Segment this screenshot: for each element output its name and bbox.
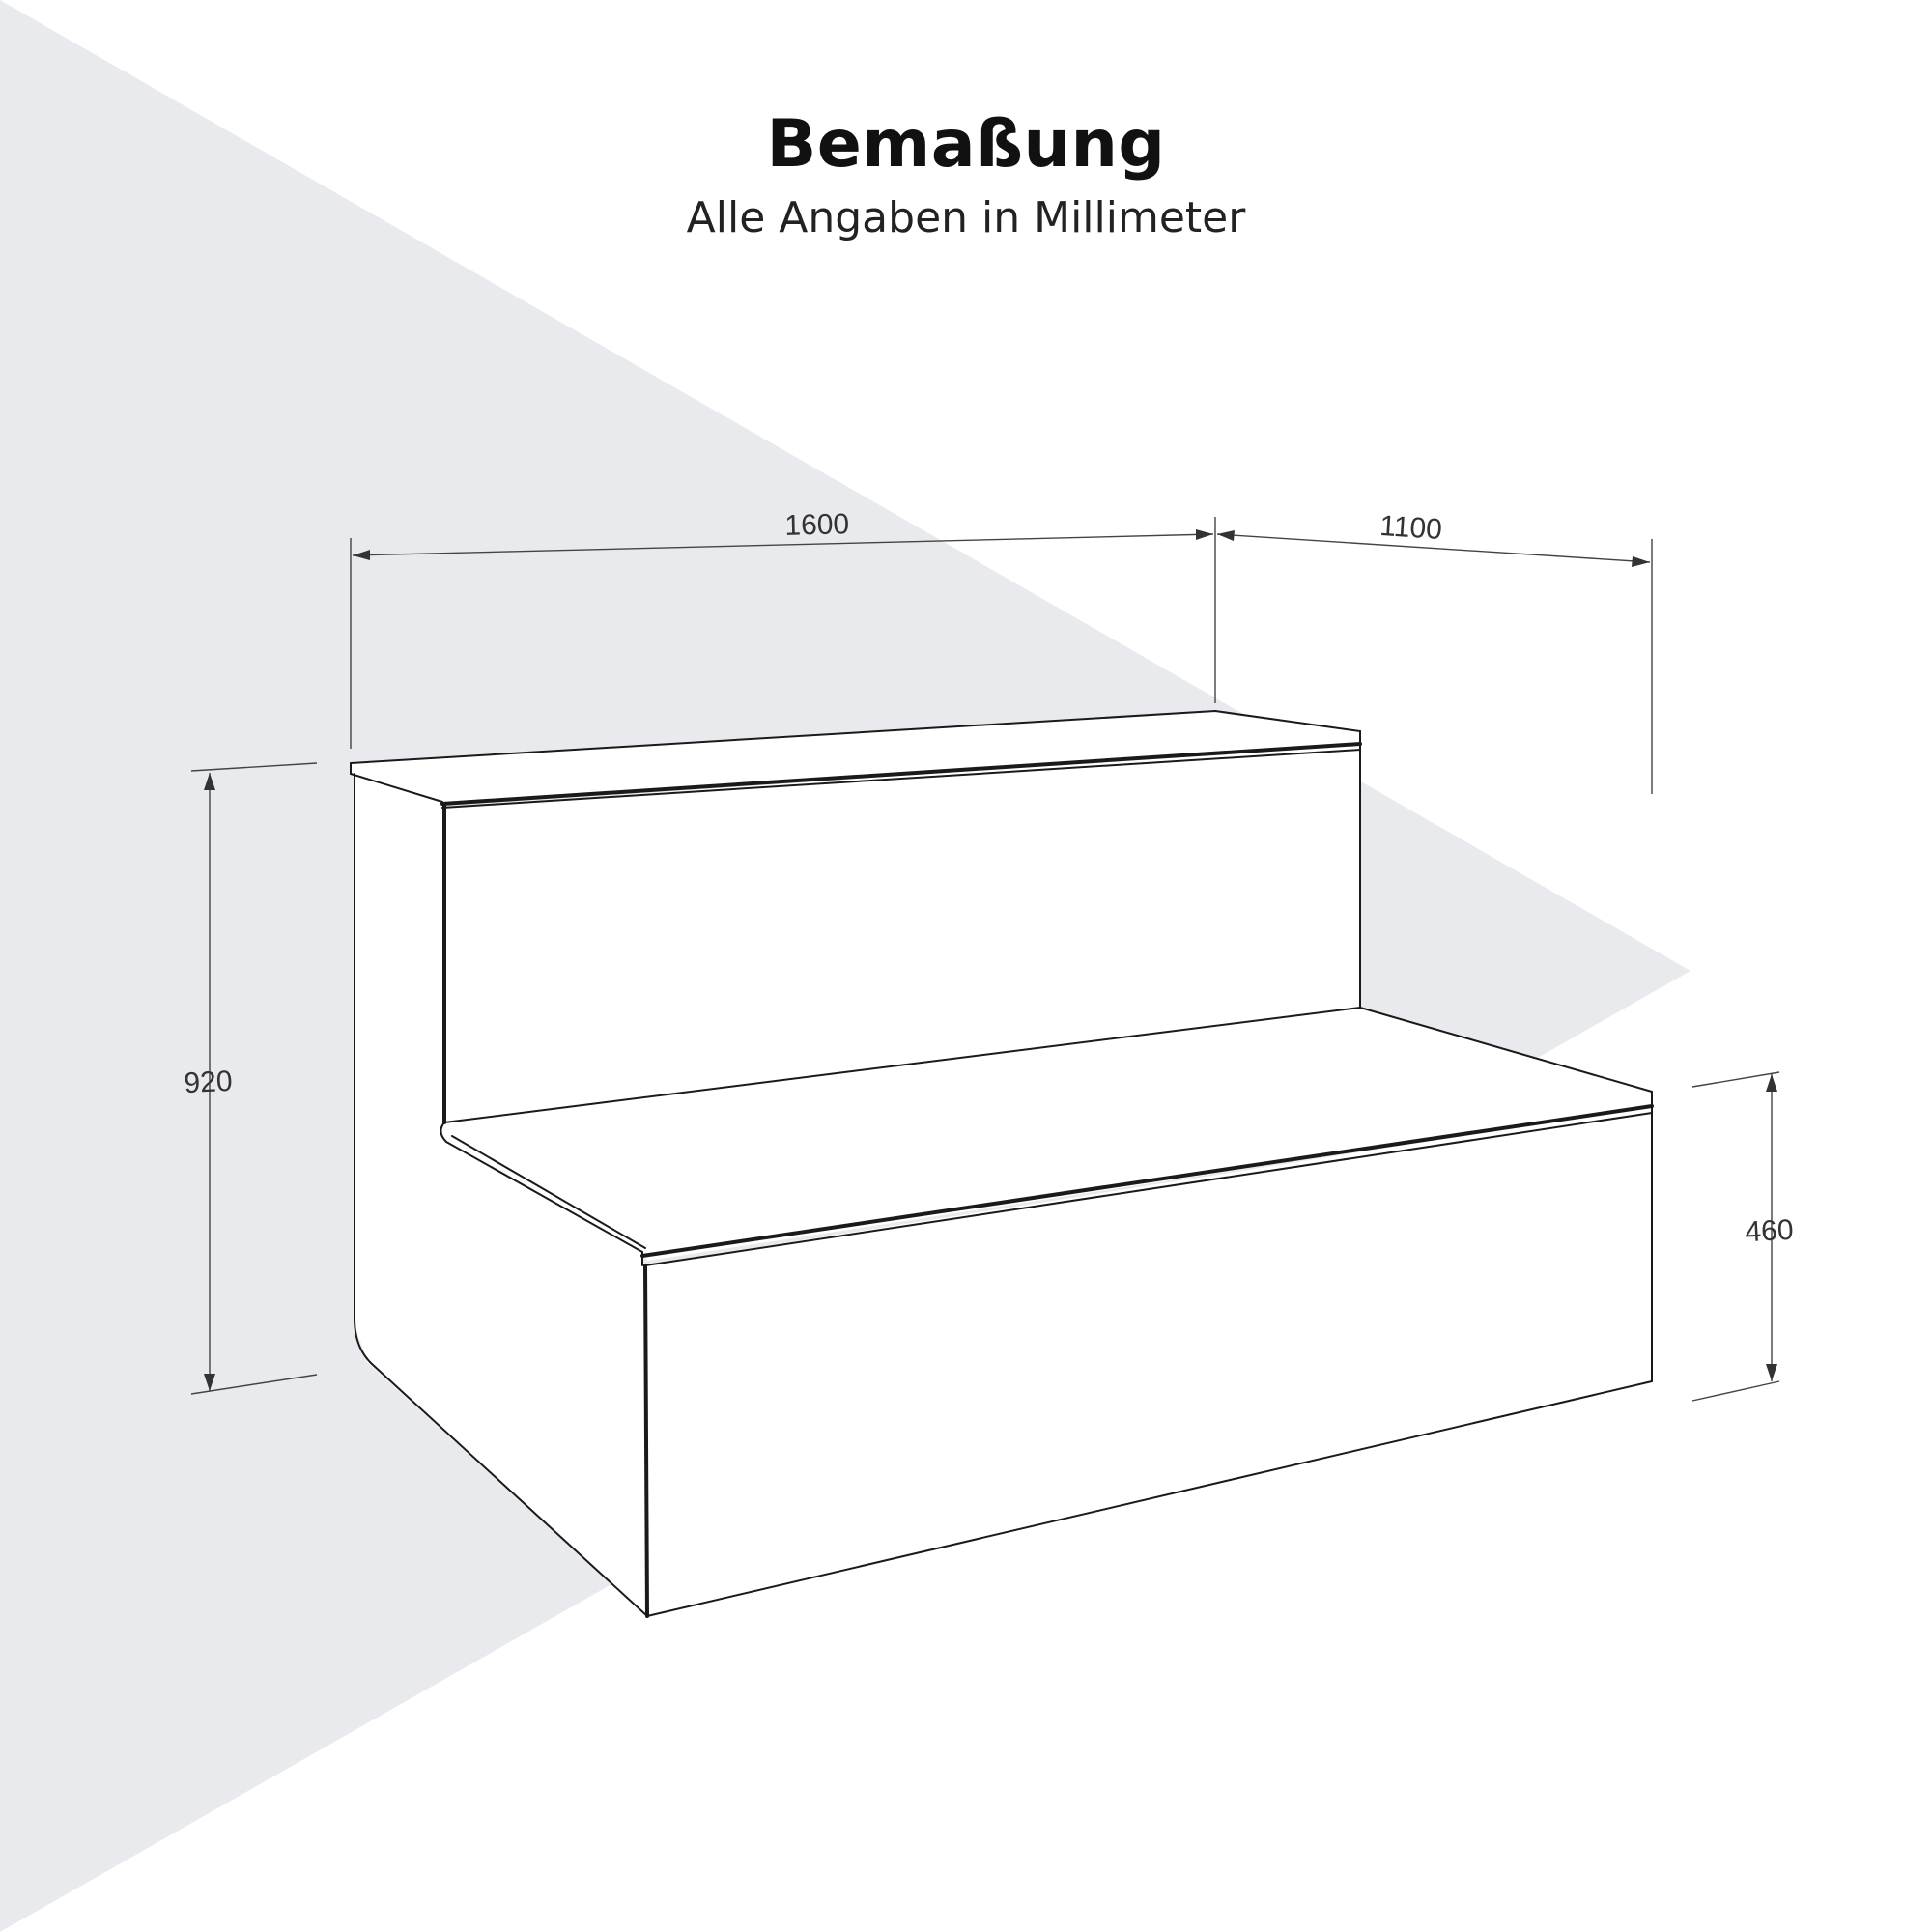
lower-nosing-lower bbox=[644, 1112, 1653, 1266]
dimension-step-height: 460 bbox=[1691, 1071, 1795, 1402]
lower-tread-right bbox=[1359, 1007, 1653, 1093]
upper-riser bbox=[442, 744, 1360, 1121]
page-title: Bemaßung bbox=[766, 106, 1166, 183]
left-side-edge bbox=[354, 773, 648, 1617]
dimension-total-height: 920 bbox=[184, 762, 318, 1395]
top-nosing-lower bbox=[441, 749, 1361, 809]
upper-tread bbox=[351, 711, 1360, 808]
depth-dim-line bbox=[1216, 533, 1651, 563]
page-subtitle: Alle Angaben in Millimeter bbox=[686, 193, 1246, 242]
height-label: 920 bbox=[184, 1065, 234, 1100]
depth-arrow-left bbox=[1217, 530, 1235, 541]
lower-tread-back bbox=[443, 1007, 1361, 1123]
step-height-label: 460 bbox=[1745, 1214, 1795, 1249]
top-nosing bbox=[440, 742, 1362, 806]
step-arrow-top bbox=[1766, 1074, 1777, 1092]
lower-riser-bottom bbox=[646, 1380, 1653, 1617]
width-arrow-right bbox=[1196, 529, 1213, 540]
height-ext-bottom bbox=[190, 1374, 318, 1395]
lower-riser bbox=[642, 1106, 1652, 1616]
height-arrow-bottom bbox=[204, 1374, 215, 1391]
stair-outline bbox=[350, 710, 1654, 1618]
step-arrow-bottom bbox=[1766, 1364, 1777, 1381]
header: Bemaßung Alle Angaben in Millimeter bbox=[0, 104, 1932, 245]
step-ext-bottom bbox=[1691, 1380, 1780, 1402]
width-arrow-left bbox=[353, 550, 370, 560]
lower-nosing bbox=[640, 1104, 1654, 1258]
width-dim-line bbox=[352, 533, 1214, 556]
height-ext-top bbox=[190, 762, 318, 772]
top-back-edge bbox=[350, 710, 1361, 764]
dimension-width: 1600 bbox=[350, 508, 1216, 749]
dimension-depth: 1100 bbox=[1216, 510, 1653, 794]
lower-riser-left bbox=[643, 1264, 649, 1618]
width-label: 1600 bbox=[784, 508, 850, 542]
stair-body-fill bbox=[351, 711, 1652, 1616]
height-arrow-top bbox=[204, 773, 215, 790]
left-side-face bbox=[355, 773, 647, 1616]
top-front-edge-upper bbox=[350, 773, 443, 803]
lower-tread-left-curve bbox=[440, 1122, 643, 1253]
lower-tread-left-inner bbox=[451, 1135, 646, 1249]
lower-tread bbox=[440, 1008, 1652, 1261]
depth-arrow-right bbox=[1632, 556, 1650, 567]
depth-label: 1100 bbox=[1378, 510, 1443, 546]
step-ext-top bbox=[1691, 1071, 1780, 1088]
